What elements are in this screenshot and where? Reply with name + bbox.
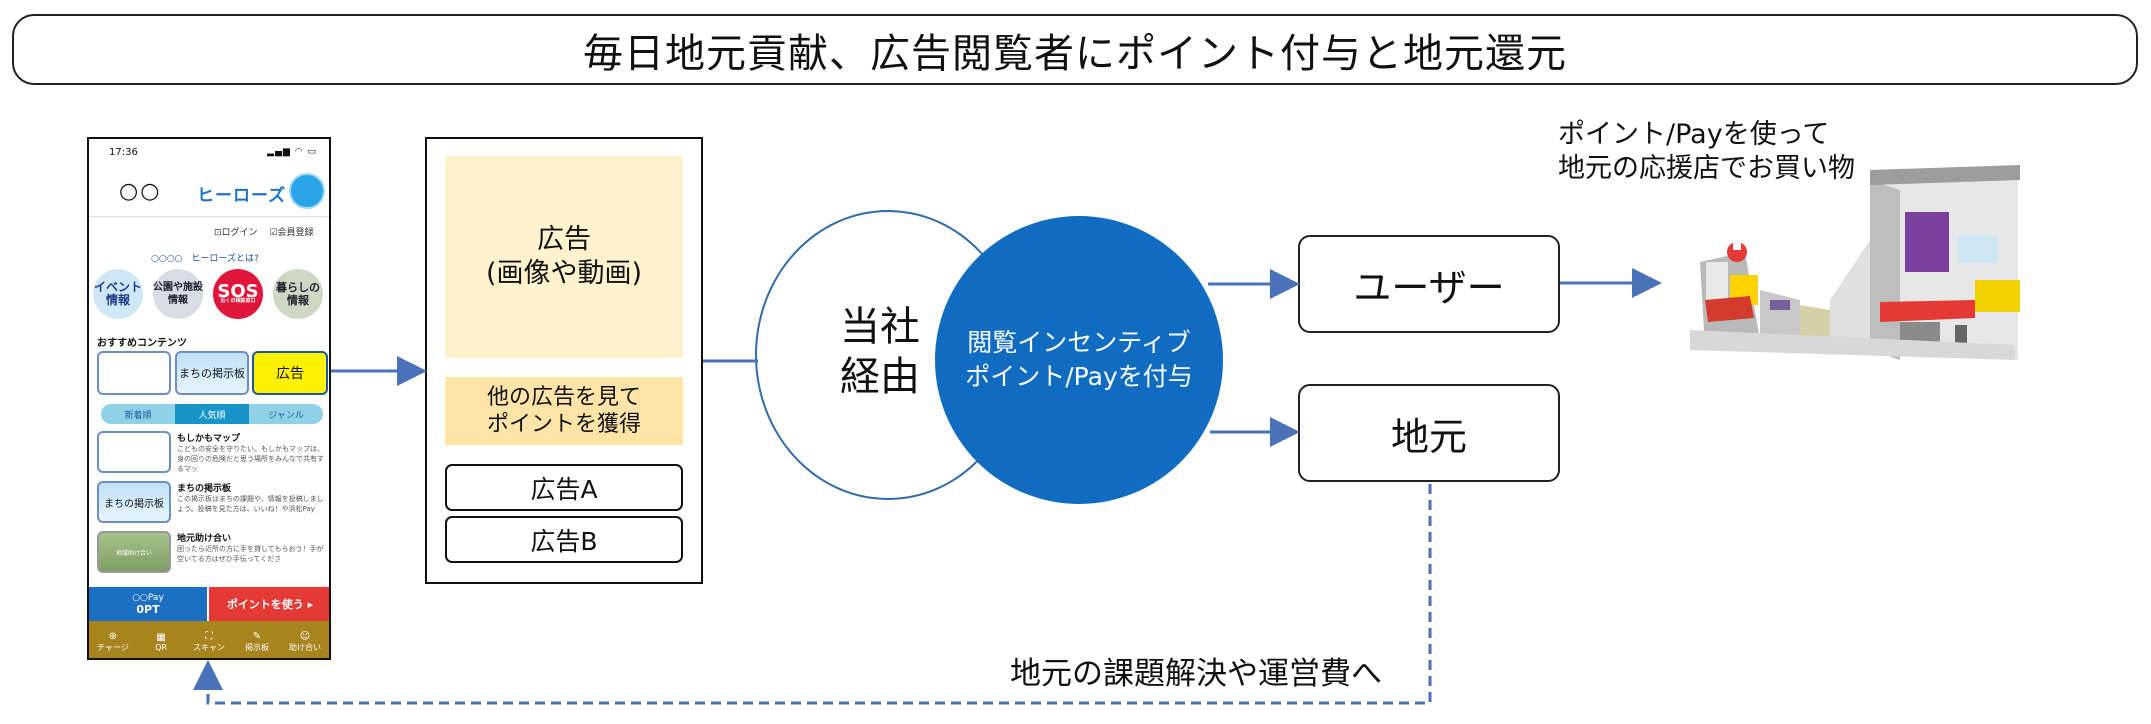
ad-main-line1: 広告 <box>536 224 591 255</box>
via-line1: 当社 <box>840 304 920 350</box>
pay-value: 0PT <box>136 602 160 616</box>
list-thumb[interactable]: まちの掲示板 <box>97 481 171 523</box>
shopping-street-illustration <box>1690 165 2020 360</box>
ad-other-line1: 他の広告を見て <box>486 385 641 410</box>
recommend-card-ad[interactable]: 広告 <box>252 351 328 395</box>
avatar-icon[interactable] <box>289 173 325 209</box>
list-thumb[interactable]: 地域助け合い <box>97 531 171 573</box>
list-item-text: 困ったら近所の方に手を貸してもらおう！手が空いてる方はぜひ手伝ってくださ <box>177 545 324 563</box>
nav-board[interactable]: ✎掲示板 <box>233 621 281 658</box>
life-info-icon[interactable]: 暮らしの情報 <box>273 269 323 319</box>
pay-balance[interactable]: ○○Pay 0PT <box>89 587 207 621</box>
nav-label: スキャン <box>193 642 225 652</box>
ad-main-line2: (画像や動画) <box>485 258 643 289</box>
nav-label: 助け合い <box>289 642 321 652</box>
list-item-text: こどもの安全を守りたい。もしかもマップは、身の回りの危険だと思う場所をみんなで共… <box>177 445 324 473</box>
signal-icon: ▂▄▆ ◠ ▭ <box>267 147 317 157</box>
phone-status-bar: 17:36 ▂▄▆ ◠ ▭ <box>89 139 329 165</box>
ad-other-line2: ポイントを獲得 <box>486 412 641 437</box>
tab-genre[interactable]: ジャンル <box>268 410 304 421</box>
ad-b-button[interactable]: 広告B <box>445 516 683 563</box>
nav-qr[interactable]: ▦QR <box>137 621 185 658</box>
phone-header: ○○ ヒーローズ <box>89 165 329 217</box>
bottom-nav: ⊕チャージ ▦QR ⛶スキャン ✎掲示板 ☺助け合い <box>89 621 329 658</box>
tab-popular[interactable]: 人気順 <box>175 404 249 424</box>
login-icon: ⊡ <box>214 228 222 238</box>
nav-scan[interactable]: ⛶スキャン <box>185 621 233 658</box>
login-links[interactable]: ⊡ログイン ☑会員登録 <box>214 225 314 238</box>
nav-charge[interactable]: ⊕チャージ <box>89 621 137 658</box>
list-item-title[interactable]: もしかもマップ <box>177 434 241 444</box>
pay-label: ○○Pay <box>132 592 164 603</box>
tab-new[interactable]: 新着順 <box>124 410 152 421</box>
dashed-return-arrow <box>193 484 1432 705</box>
nav-help[interactable]: ☺助け合い <box>281 621 329 658</box>
nav-label: 掲示板 <box>245 642 269 652</box>
app-logo: ヒーローズ <box>197 186 287 206</box>
user-box: ユーザー <box>1298 235 1560 333</box>
charge-icon: ⊕ <box>108 630 118 642</box>
list-item-text: この掲示板はまちの課題や、情報を投稿しましょう。投稿を見た方は、いいね！や浜松P… <box>177 495 324 513</box>
sos-sub: 近くの相談窓口 <box>220 297 256 304</box>
scan-icon: ⛶ <box>205 630 213 642</box>
shop-caption-line2: 地元の応援店でお買い物 <box>1558 153 1855 184</box>
register-icon: ☑ <box>260 228 278 238</box>
list-thumb[interactable] <box>97 431 171 473</box>
event-info-icon[interactable]: イベント情報 <box>93 269 143 319</box>
local-box: 地元 <box>1298 384 1560 482</box>
incentive-circle: 閲覧インセンティブポイント/Payを付与 <box>935 216 1223 504</box>
list-item-title[interactable]: まちの掲示板 <box>177 484 232 494</box>
register-link[interactable]: 会員登録 <box>277 228 314 238</box>
board-icon: ✎ <box>252 630 262 642</box>
incentive-line1: 閲覧インセンティブ <box>967 328 1191 357</box>
list-item-title[interactable]: 地元助け合い <box>177 534 232 544</box>
incentive-line2: ポイント/Payを付与 <box>965 362 1193 391</box>
login-link[interactable]: ログイン <box>221 228 258 238</box>
nav-label: QR <box>155 642 167 652</box>
diagram-title: 毎日地元貢献、広告閲覧者にポイント付与と地元還元 <box>12 14 2138 85</box>
people-icon: ☺ <box>299 630 311 642</box>
facility-info-icon[interactable]: 公園や施設情報 <box>153 269 203 319</box>
recommend-card-blank[interactable] <box>97 351 171 395</box>
ad-main-block: 広告(画像や動画) <box>445 156 683 358</box>
nav-label: チャージ <box>97 642 129 652</box>
ad-other-block: 他の広告を見てポイントを獲得 <box>445 377 683 445</box>
shop-caption: ポイント/Payを使って地元の応援店でお買い物 <box>1558 118 1855 186</box>
recommend-heading: おすすめコンテンツ <box>97 338 187 349</box>
phone-mockup: 17:36 ▂▄▆ ◠ ▭ ○○ ヒーローズ ⊡ログイン ☑会員登録 ○○○○ … <box>87 137 331 660</box>
use-points-button[interactable]: ポイントを使う ▸ <box>209 587 329 621</box>
recommend-card-board[interactable]: まちの掲示板 <box>175 351 249 395</box>
header-circles: ○○ <box>119 179 162 204</box>
about-link[interactable]: ○○○○ ヒーローズとは? <box>151 254 259 264</box>
via-company-label: 当社経由 <box>830 302 930 402</box>
via-line2: 経由 <box>840 354 920 400</box>
sos-label: SOS <box>217 280 259 302</box>
ad-a-button[interactable]: 広告A <box>445 464 683 511</box>
return-caption: 地元の課題解決や運営費へ <box>1010 656 1382 692</box>
qr-icon: ▦ <box>156 631 166 643</box>
shop-caption-line1: ポイント/Payを使って <box>1558 119 1830 150</box>
sort-tabs: 新着順 人気順 ジャンル <box>101 404 323 424</box>
status-time: 17:36 <box>109 146 138 158</box>
